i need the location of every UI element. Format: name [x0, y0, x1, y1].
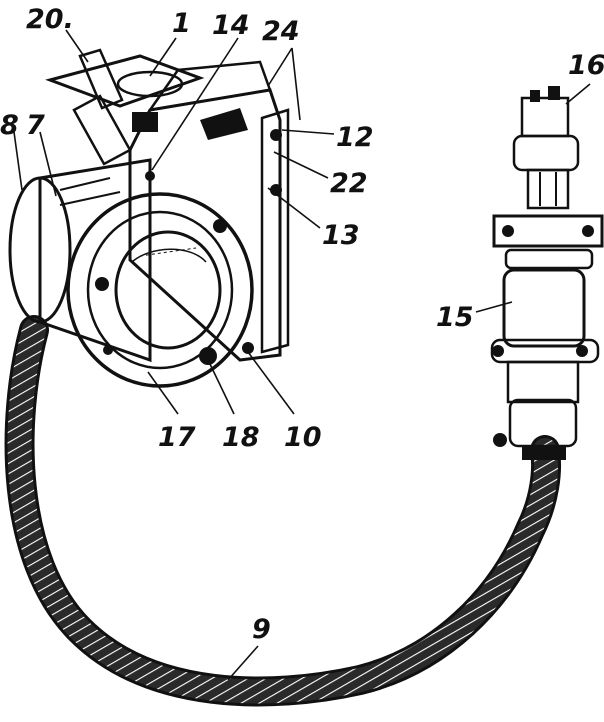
plug-connector-icon	[490, 86, 604, 460]
cylindrical-housing-icon	[8, 60, 290, 388]
callout-13: 13	[322, 220, 360, 251]
callout-14: 14	[212, 10, 250, 41]
leader-lines	[13, 29, 591, 681]
callout-20: 20.	[26, 4, 74, 35]
armored-hose-cable-icon	[4, 315, 562, 707]
callout-8: 8	[0, 110, 19, 141]
callout-15: 15	[436, 302, 474, 333]
callout-18: 18	[222, 422, 260, 453]
callout-12: 12	[336, 122, 374, 153]
callout-17: 17	[158, 422, 196, 453]
callout-16: 16	[568, 50, 604, 81]
callout-7: 7	[26, 110, 45, 141]
callout-24: 24	[262, 16, 300, 47]
callout-22: 22	[330, 168, 368, 199]
switch-lever-icon	[45, 48, 205, 181]
callout-labels: 20. 1 14 24 12 22 13 8 7 17 18 10 16 15 …	[0, 4, 604, 645]
callout-9: 9	[252, 614, 271, 645]
callout-10: 10	[284, 422, 322, 453]
callout-1: 1	[172, 8, 191, 39]
